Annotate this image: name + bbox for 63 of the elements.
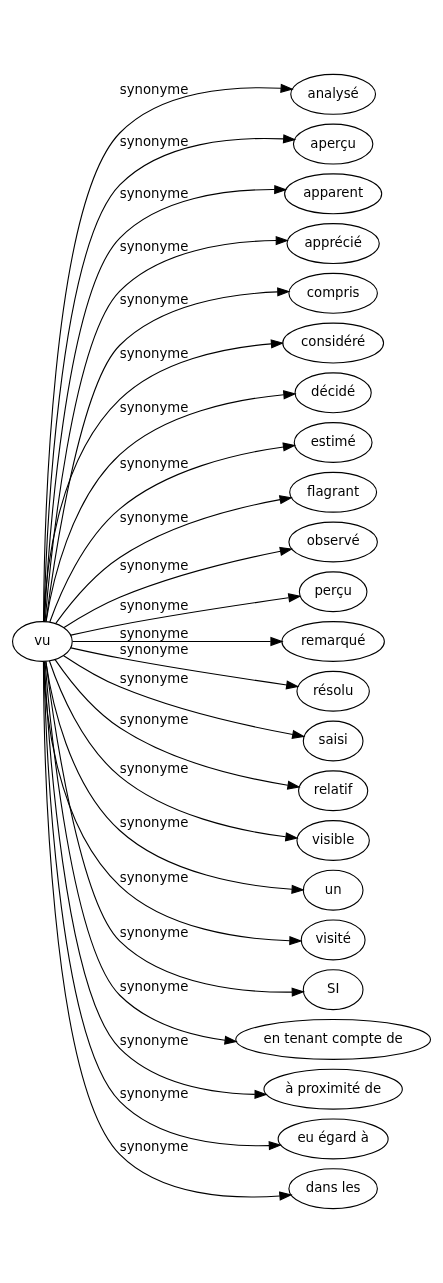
node-ellipse: remarqué <box>281 621 385 662</box>
arrow <box>43 339 285 622</box>
edge-label: synonyme <box>119 625 189 641</box>
arrow <box>49 442 297 623</box>
node-ellipse: analysé <box>290 73 377 115</box>
edge-label: synonyme <box>119 979 189 995</box>
arrow <box>63 655 306 739</box>
edge-label: synonyme <box>119 291 189 307</box>
edge-label: synonyme <box>119 238 189 254</box>
edge-label: synonyme <box>119 509 189 525</box>
node-ellipse: considéré <box>282 322 385 364</box>
arrow <box>63 546 294 629</box>
edge-label: synonyme <box>119 671 189 687</box>
edge-label: synonyme <box>119 870 189 886</box>
node-ellipse: visité <box>300 919 366 961</box>
arrow <box>45 660 305 894</box>
node-ellipse: à proximité de <box>263 1068 403 1110</box>
edge-label: synonyme <box>119 185 189 201</box>
node-ellipse: observé <box>288 521 378 563</box>
node-ellipse: apprécié <box>286 223 380 264</box>
node-ellipse: aperçu <box>292 123 374 165</box>
node-ellipse: dans les <box>288 1168 378 1210</box>
edge-label: synonyme <box>119 558 189 574</box>
edge-label: synonyme <box>119 1032 189 1048</box>
edge-label: synonyme <box>119 455 189 471</box>
edge-label: synonyme <box>119 1085 189 1101</box>
arrow <box>48 660 299 842</box>
node-ellipse: eu égard à <box>277 1118 389 1160</box>
arrow <box>55 495 293 624</box>
node-ellipse: perçu <box>298 571 368 613</box>
edge-label: synonyme <box>119 1138 189 1154</box>
arrow <box>70 593 302 636</box>
edge-label: synonyme <box>119 133 189 149</box>
arrow <box>43 661 268 1100</box>
edge-label: synonyme <box>119 346 189 362</box>
edge-label: synonyme <box>119 760 189 776</box>
arrow <box>43 661 303 946</box>
node-ellipse: résolu <box>296 670 370 712</box>
edge-label: synonyme <box>119 400 189 416</box>
arrow <box>54 659 301 790</box>
node-ellipse: relatif <box>298 770 369 812</box>
edge-label: synonyme <box>119 642 189 658</box>
arrow <box>70 647 300 690</box>
edge-label: synonyme <box>119 711 189 727</box>
node-ellipse: compris <box>288 272 378 314</box>
edge-label: synonyme <box>119 598 189 614</box>
arrow <box>45 660 305 997</box>
node-ellipse: visible <box>296 820 370 861</box>
node-ellipse: saisi <box>302 720 364 762</box>
node-ellipse: vu <box>12 621 73 662</box>
edge-label: synonyme <box>119 925 189 941</box>
node-ellipse: apparent <box>284 173 383 215</box>
arrow <box>45 390 297 623</box>
arrow <box>44 661 238 1045</box>
node-ellipse: flagrant <box>289 471 378 513</box>
arrow <box>72 636 284 647</box>
node-ellipse: décidé <box>294 372 372 414</box>
edge-label: synonyme <box>119 814 189 830</box>
node-ellipse: en tenant compte de <box>235 1019 432 1060</box>
node-ellipse: un <box>302 869 364 911</box>
node-ellipse: estimé <box>293 422 373 463</box>
edge-label: synonyme <box>119 81 189 97</box>
node-ellipse: SI <box>302 969 364 1011</box>
